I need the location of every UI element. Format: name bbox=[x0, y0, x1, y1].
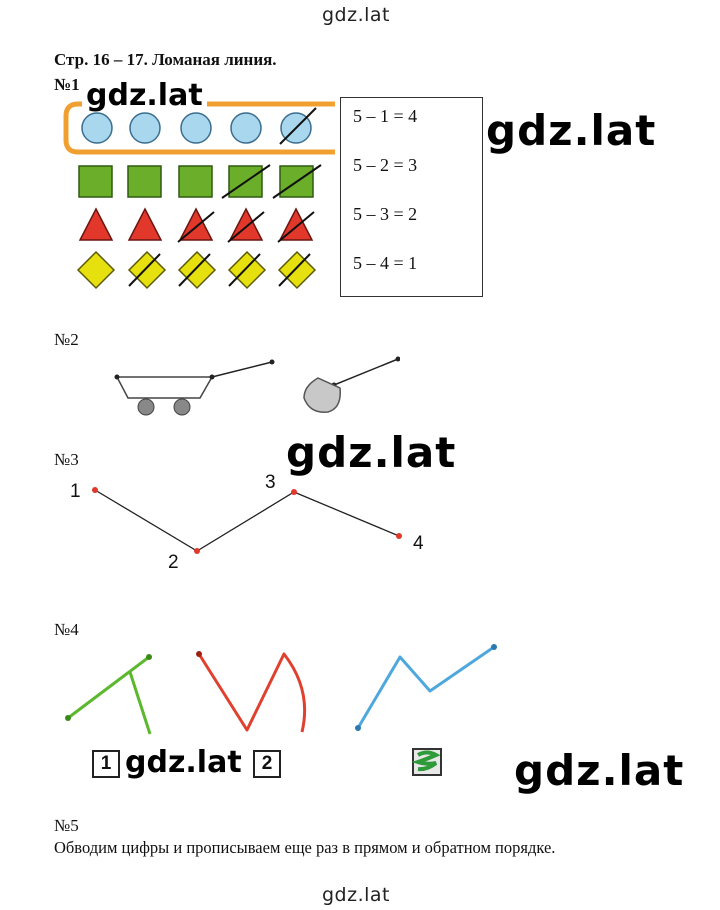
watermark-big-3: gdz.lat bbox=[514, 746, 685, 795]
strike-line bbox=[128, 253, 161, 287]
triangles-row bbox=[78, 207, 315, 243]
green-broken-line bbox=[65, 654, 152, 735]
diamond-shape bbox=[277, 250, 317, 290]
watermark-top: gdz.lat bbox=[322, 4, 391, 26]
equation-1: 5 – 1 = 4 bbox=[353, 106, 418, 126]
watermark-big-1: gdz.lat bbox=[486, 106, 657, 155]
task1-figures bbox=[63, 101, 335, 290]
red-broken-line bbox=[196, 651, 307, 733]
point-marker bbox=[194, 548, 200, 554]
point-label-4: 4 bbox=[413, 533, 424, 554]
task4-lines bbox=[65, 644, 497, 735]
strike-line bbox=[279, 107, 317, 145]
circle-shape bbox=[81, 112, 113, 144]
point-label-3: 3 bbox=[265, 472, 276, 493]
equations-box: 5 – 1 = 4 5 – 2 = 3 5 – 3 = 2 5 – 4 = 1 bbox=[340, 97, 483, 297]
strike-line bbox=[227, 211, 265, 243]
task4-label: №4 bbox=[54, 620, 79, 639]
diamond-shape bbox=[76, 250, 116, 290]
answer-box-1: 1 bbox=[92, 750, 120, 778]
shovel-icon bbox=[303, 356, 400, 413]
circles-row bbox=[81, 107, 317, 145]
strike-line bbox=[278, 253, 311, 287]
triangle-shape bbox=[278, 207, 314, 241]
point-label-1: 1 bbox=[70, 481, 81, 502]
point-marker bbox=[92, 487, 98, 493]
task5-label: №5 bbox=[54, 816, 79, 835]
answer-box-2: 2 bbox=[253, 750, 281, 778]
strike-line bbox=[277, 211, 315, 243]
answer-box-3-icon bbox=[412, 748, 442, 776]
squares-row bbox=[78, 164, 322, 199]
circle-shape bbox=[129, 112, 161, 144]
watermark-big-2: gdz.lat bbox=[286, 428, 457, 477]
wheelbarrow-icon bbox=[114, 359, 275, 416]
strike-line bbox=[177, 211, 215, 243]
diamonds-row bbox=[76, 250, 317, 290]
diamond-shape bbox=[127, 250, 167, 290]
watermark-bottom: gdz.lat bbox=[322, 884, 391, 906]
triangle-shape bbox=[178, 207, 214, 241]
triangle-shape bbox=[78, 207, 114, 241]
strike-line bbox=[178, 253, 211, 287]
equation-2: 5 – 2 = 3 bbox=[353, 155, 418, 175]
equation-4: 5 – 4 = 1 bbox=[353, 253, 418, 273]
square-shape bbox=[127, 165, 162, 198]
strike-line bbox=[272, 164, 322, 199]
point-label-2: 2 bbox=[168, 552, 179, 573]
square-shape bbox=[178, 165, 213, 198]
task1-label: №1 bbox=[54, 75, 80, 94]
strike-line bbox=[228, 253, 261, 287]
circle-shape bbox=[180, 112, 212, 144]
point-marker bbox=[291, 489, 297, 495]
circle-shape bbox=[230, 112, 262, 144]
triangle-shape bbox=[228, 207, 264, 241]
task3-label: №3 bbox=[54, 450, 79, 469]
page-title: Стр. 16 – 17. Ломаная линия. bbox=[54, 50, 277, 69]
broken-line-diagram bbox=[92, 487, 402, 554]
task2-figures bbox=[114, 356, 400, 416]
watermark-mid-1: gdz.lat bbox=[82, 80, 207, 112]
blue-broken-line bbox=[355, 644, 497, 731]
diamond-shape bbox=[177, 250, 217, 290]
watermark-mid-2: gdz.lat bbox=[122, 747, 245, 779]
diamond-shape bbox=[227, 250, 267, 290]
bracket-frame bbox=[63, 101, 335, 155]
task5-text: Обводим цифры и прописываем еще раз в пр… bbox=[54, 838, 556, 857]
square-shape bbox=[78, 165, 113, 198]
equation-3: 5 – 3 = 2 bbox=[353, 204, 418, 224]
triangle-shape bbox=[127, 207, 163, 241]
point-marker bbox=[396, 533, 402, 539]
task2-label: №2 bbox=[54, 330, 79, 349]
strike-line bbox=[221, 164, 271, 199]
